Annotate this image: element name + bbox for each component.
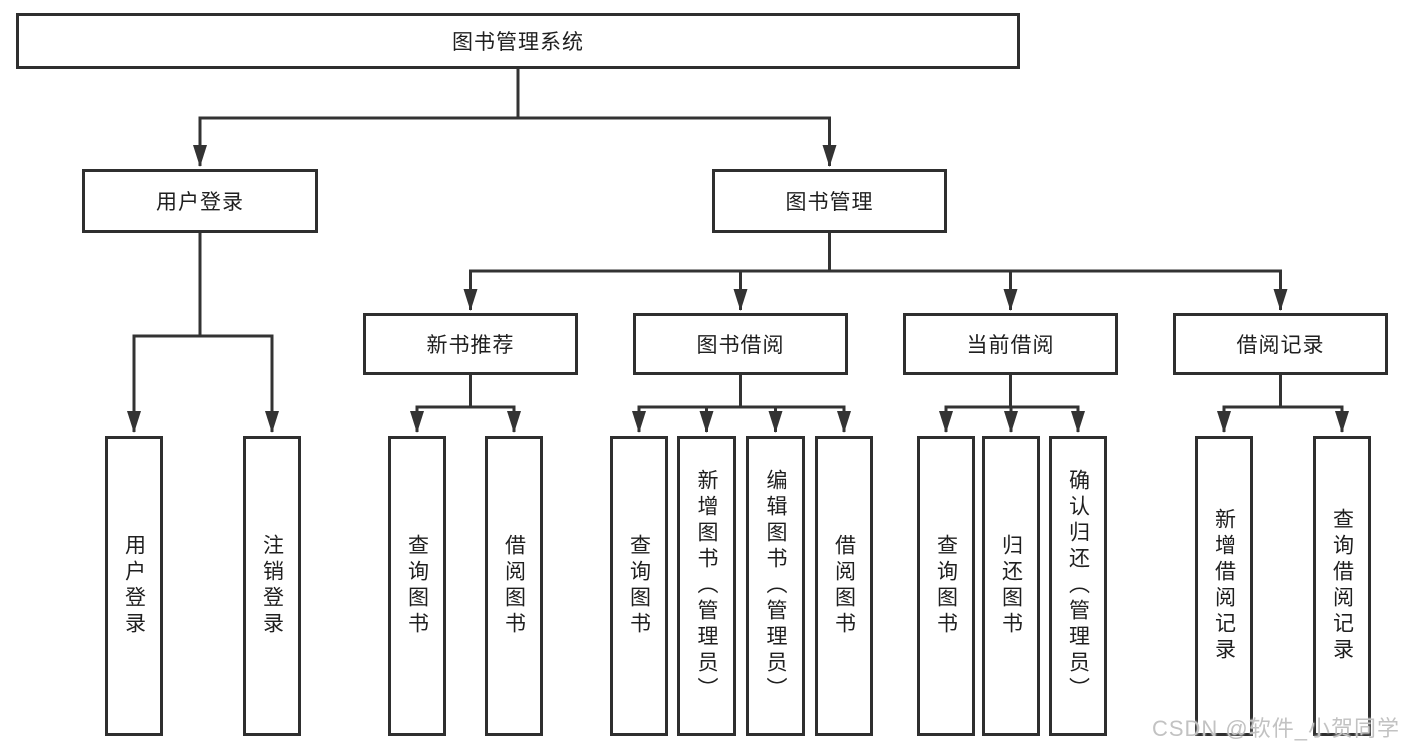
node-user-login: 用户登录 (82, 169, 318, 233)
leaf-add-borrow-record: 新增借阅记录 (1195, 436, 1253, 736)
leaf-add-books-admin: 新增图书（管理员） (677, 436, 736, 736)
node-new-book-recommend: 新书推荐 (363, 313, 578, 375)
leaf-query-books-recommend: 查询图书 (388, 436, 446, 736)
leaf-edit-books-admin: 编辑图书（管理员） (746, 436, 805, 736)
csdn-watermark: CSDN @软件_小贺同学 (1151, 716, 1400, 741)
leaf-confirm-return-admin: 确认归还（管理员） (1049, 436, 1107, 736)
leaf-query-borrow-record: 查询借阅记录 (1313, 436, 1371, 736)
node-current-borrow: 当前借阅 (903, 313, 1118, 375)
leaf-return-books: 归还图书 (982, 436, 1040, 736)
node-borrow-record: 借阅记录 (1173, 313, 1388, 375)
leaf-user-login: 用户登录 (105, 436, 163, 736)
leaf-query-books-borrow: 查询图书 (610, 436, 668, 736)
node-root-system: 图书管理系统 (16, 13, 1020, 69)
leaf-borrow-books: 借阅图书 (815, 436, 873, 736)
node-book-management: 图书管理 (712, 169, 947, 233)
leaf-logout: 注销登录 (243, 436, 301, 736)
node-book-borrow: 图书借阅 (633, 313, 848, 375)
leaf-borrow-books-recommend: 借阅图书 (485, 436, 543, 736)
leaf-query-books-current: 查询图书 (917, 436, 975, 736)
